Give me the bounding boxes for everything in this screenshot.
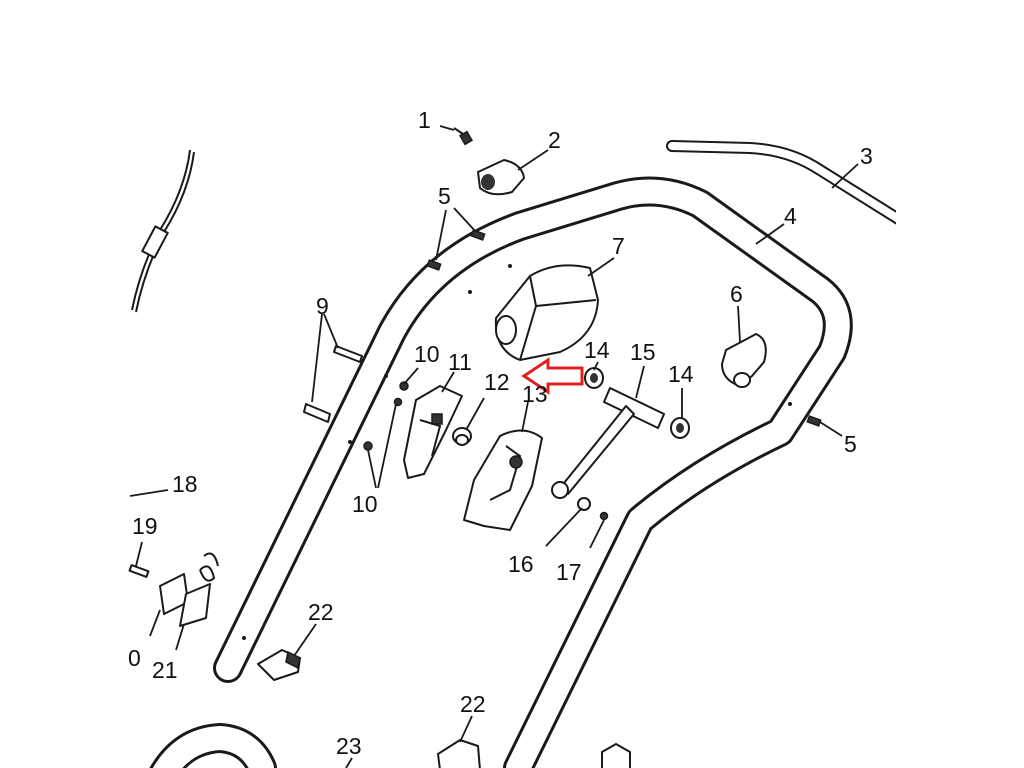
clip-22-lower xyxy=(437,739,481,768)
block-23 xyxy=(601,743,631,768)
callout-20: 0 xyxy=(128,645,141,671)
clip-2 xyxy=(477,159,525,196)
callout-19: 19 xyxy=(132,513,158,539)
highlight-arrow-icon xyxy=(521,357,584,395)
handle-frame xyxy=(213,176,853,768)
right-margin xyxy=(896,0,1024,768)
callout-22-lower: 22 xyxy=(460,691,486,717)
bolts-9 xyxy=(303,345,363,423)
callout-22-upper: 22 xyxy=(308,599,334,625)
callout-18: 18 xyxy=(172,471,198,497)
callout-3: 3 xyxy=(860,143,873,169)
callout-12: 12 xyxy=(484,369,510,395)
clip-22-upper xyxy=(257,649,301,681)
callout-7: 7 xyxy=(612,233,625,259)
callout-10-bottom: 10 xyxy=(352,491,378,517)
spring-plate-21 xyxy=(179,552,219,627)
clamp-6 xyxy=(721,333,767,388)
washer-16 xyxy=(577,497,591,511)
callout-9: 9 xyxy=(316,293,329,319)
callout-1: 1 xyxy=(418,107,431,133)
callout-5-right: 5 xyxy=(844,431,857,457)
callout-10-top: 10 xyxy=(414,341,440,367)
callout-11: 11 xyxy=(448,349,472,375)
pin-19 xyxy=(128,564,150,578)
callout-labels: 1 2 3 4 5 5 6 7 9 10 10 11 12 13 14 14 1… xyxy=(128,107,873,759)
callout-13: 13 xyxy=(522,381,548,407)
leader-lines xyxy=(129,125,859,768)
lower-handle xyxy=(149,723,277,768)
callout-14-right: 14 xyxy=(668,361,694,387)
bushings-14 xyxy=(584,367,690,439)
bolt-1 xyxy=(453,127,473,146)
spring-12 xyxy=(452,427,472,446)
lever-plate-13 xyxy=(463,429,543,531)
control-box-7 xyxy=(494,264,599,361)
nuts-10 xyxy=(363,381,409,451)
callout-15: 15 xyxy=(630,339,656,365)
screw-17 xyxy=(599,511,609,521)
callout-2: 2 xyxy=(548,127,561,153)
rod xyxy=(666,140,896,225)
screws-5 xyxy=(426,229,822,427)
callout-6: 6 xyxy=(730,281,743,307)
callout-14-left: 14 xyxy=(584,337,610,363)
left-margin xyxy=(0,0,128,768)
callout-23: 23 xyxy=(336,733,362,759)
callout-5-top: 5 xyxy=(438,183,451,209)
callout-16: 16 xyxy=(508,551,534,577)
t-handle-15 xyxy=(551,387,665,499)
callout-21: 21 xyxy=(152,657,178,683)
callout-4: 4 xyxy=(784,203,797,229)
control-cable xyxy=(131,149,195,313)
callout-17: 17 xyxy=(556,559,582,585)
